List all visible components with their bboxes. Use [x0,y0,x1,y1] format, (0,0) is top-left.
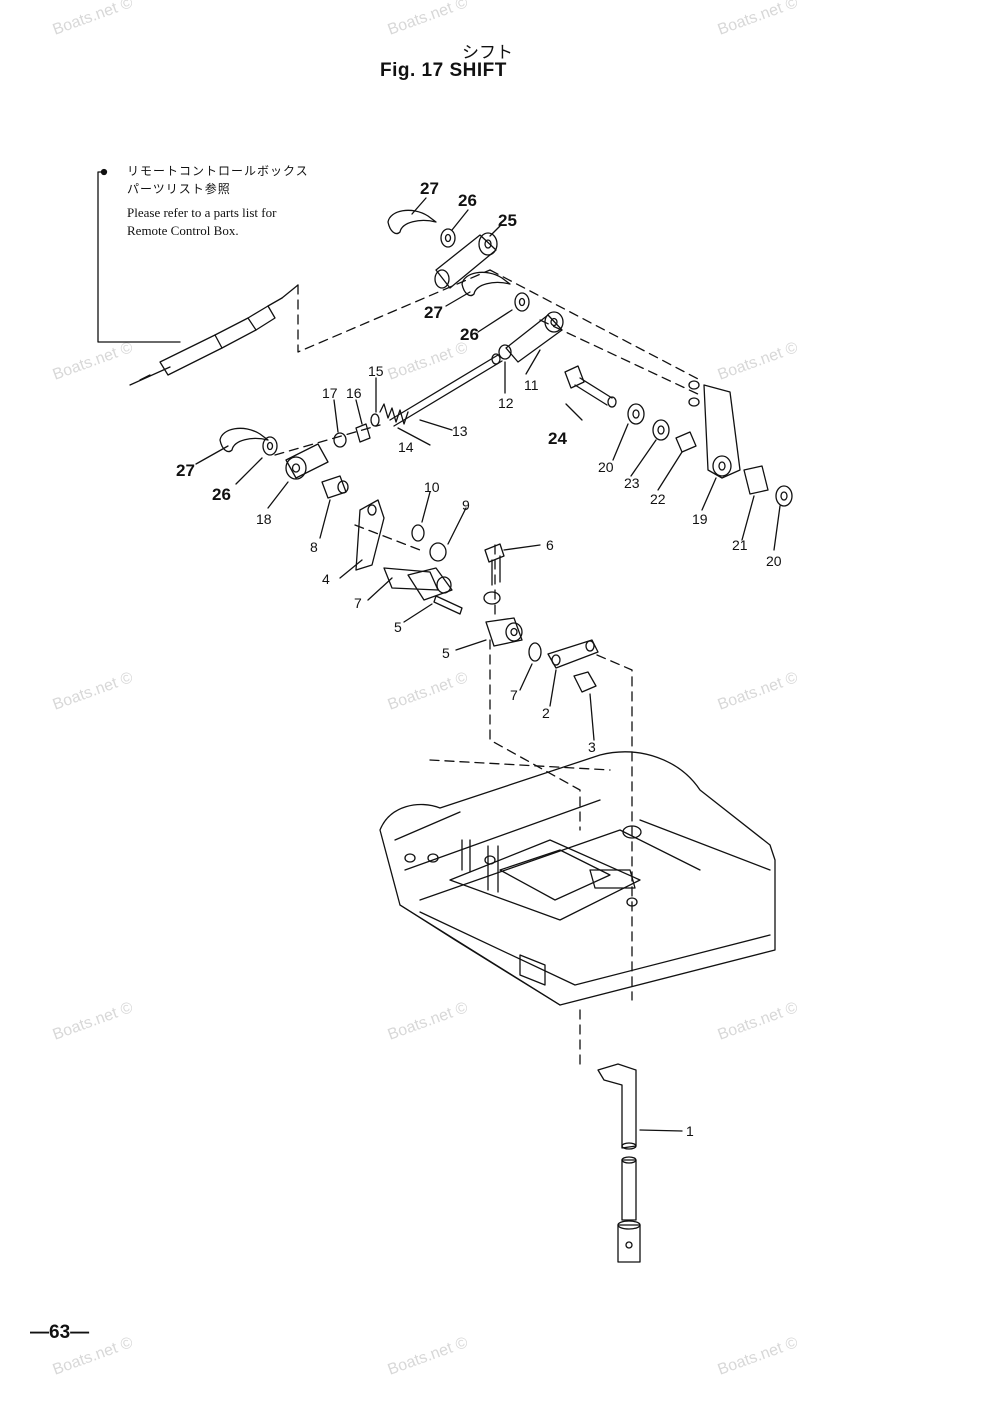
line-art [97,168,793,1263]
watermark: Boats.net © [716,669,801,714]
callout-label: 14 [398,439,414,455]
washer-26-left [262,436,278,456]
note-jp-line-1: リモートコントロールボックス [127,164,309,178]
callout-label: 4 [322,571,330,587]
callout-label: 25 [498,211,517,230]
washer-20-upper [627,403,645,425]
callout-label: 20 [598,459,614,475]
callout-label: 17 [322,385,338,401]
collar-21 [743,465,769,495]
joint-5-lower [485,617,523,647]
rod-13 [389,354,503,427]
watermark: Boats.net © [716,1334,801,1379]
callout-label: 27 [176,461,195,480]
nut-12 [498,344,512,360]
watermark: Boats.net © [51,339,136,384]
clip-27-mid [461,271,511,297]
washer-15 [370,413,380,427]
callout-label: 5 [442,645,450,661]
callout-label: 2 [542,705,550,721]
note-leader [97,171,181,343]
washer-23 [652,419,670,441]
callout-label: 18 [256,511,272,527]
callout-label: 3 [588,739,596,755]
alignment-lines [274,269,701,1071]
joint-18 [285,443,329,479]
callout-label: 7 [510,687,518,703]
title-japanese: シフト [462,43,513,63]
lever-19 [688,380,741,479]
remote-cable [129,284,299,386]
spring-14 [379,403,409,425]
washer-26-top [440,228,456,248]
watermark: Boats.net © [51,999,136,1044]
callout-label: 8 [310,539,318,555]
shift-rod-1 [597,1063,641,1263]
callout-label: 26 [458,191,477,210]
engine-cowl [379,751,776,1006]
callout-label: 22 [650,491,666,507]
callout-label: 5 [394,619,402,635]
washer-7-lower [528,642,542,662]
washer-20-lower [775,485,793,507]
leader-lines [195,197,781,1132]
watermark: Boats.net © [716,999,801,1044]
pin-8 [321,475,347,499]
callout-label: 24 [548,429,567,448]
callout-label: 12 [498,395,514,411]
washer-26-mid [514,292,530,312]
callout-label: 13 [452,423,468,439]
joint-11 [505,314,563,363]
callout-label: 27 [424,303,443,322]
watermark-layer: Boats.net © Boats.net © Boats.net © Boats.n… [51,0,801,1379]
callout-label: 19 [692,511,708,527]
callout-label: 16 [346,385,362,401]
reference-note: リモートコントロールボックス パーツリスト参照 Please refer to … [127,162,309,240]
note-en-line-1: Please refer to a parts list for [127,205,277,220]
washer-10 [411,524,425,542]
figure-title: Fig. 17 SHIFT [380,60,507,81]
note-en-line-2: Remote Control Box. [127,223,239,238]
callout-label: 20 [766,553,782,569]
callout-label: 1 [686,1123,694,1139]
callout-label: 11 [524,377,539,393]
nut-3 [573,671,597,693]
watermark: Boats.net © [386,1334,471,1379]
spacer-22 [675,431,697,453]
watermark: Boats.net © [51,669,136,714]
joint-25 [435,234,497,289]
callout-label: 23 [624,475,640,491]
bolt-6 [483,543,505,605]
callout-label: 21 [732,537,748,553]
nut-17 [333,432,347,448]
watermark: Boats.net © [386,669,471,714]
callout-labels: 2726252726111213141516172420232219212027… [176,179,782,1139]
callout-label: 26 [212,485,231,504]
callout-label: 27 [420,179,439,198]
callout-label: 9 [462,497,470,513]
callout-label: 7 [354,595,362,611]
note-jp-line-2: パーツリスト参照 [127,182,231,196]
clip-27-top [387,209,437,235]
page-number: —63— [30,1322,90,1343]
watermark: Boats.net © [386,999,471,1044]
watermark: Boats.net © [716,0,801,39]
nut-9 [429,542,447,562]
callout-label: 15 [368,363,384,379]
bolt-24 [564,365,617,421]
watermark: Boats.net © [51,0,136,39]
watermark: Boats.net © [716,339,801,384]
callout-label: 6 [546,537,554,553]
link-2 [547,639,599,669]
watermark: Boats.net © [386,339,471,384]
callout-label: 10 [424,479,440,495]
callout-label: 26 [460,325,479,344]
bracket-4 [355,499,385,571]
watermark: Boats.net © [386,0,471,39]
nut-16 [355,423,371,443]
shaft-arm-5 [383,567,463,615]
clip-27-left [219,427,269,453]
